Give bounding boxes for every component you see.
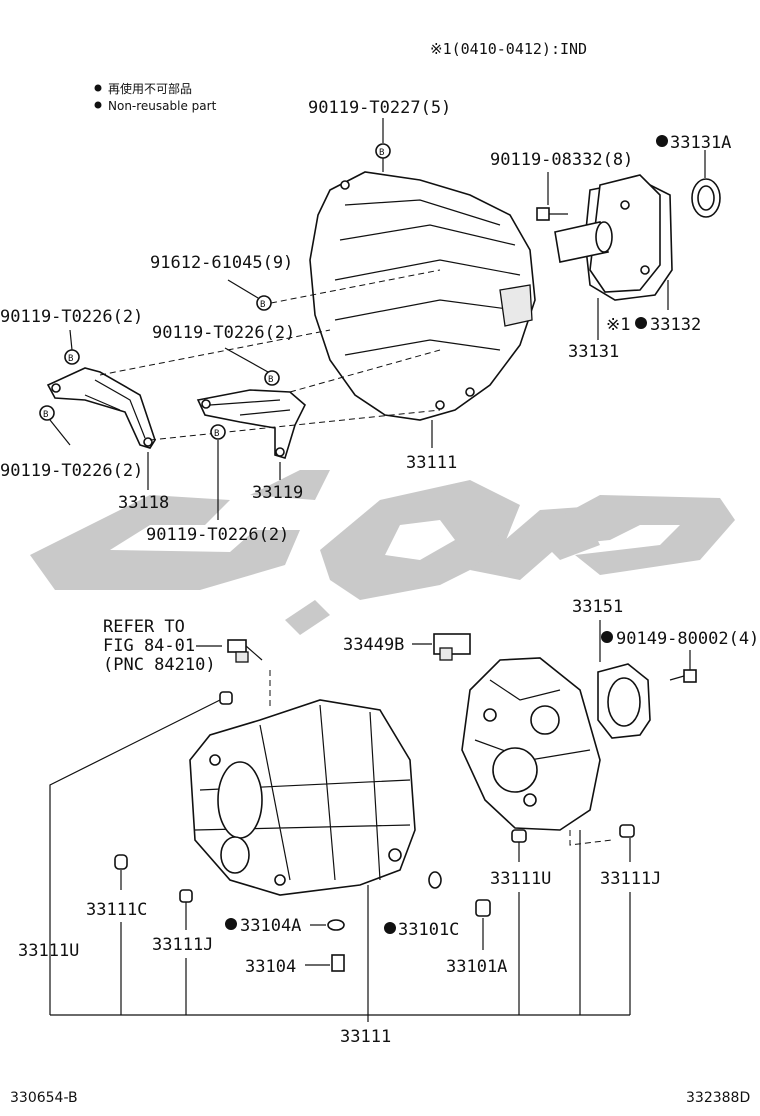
label-33111-housing: 33111 <box>406 453 457 473</box>
non-reusable-bullet-icon <box>601 631 613 643</box>
label-33131: 33131 <box>568 342 619 362</box>
label-90119-t0226-a: 90119-T0226(2) <box>0 307 143 327</box>
drain-plug-drawing <box>331 954 345 972</box>
non-reusable-bullet-icon <box>635 317 647 329</box>
dowel-pin-drawing <box>179 889 193 903</box>
bracket-33119-drawing <box>196 389 306 459</box>
watermark-logo <box>30 470 735 635</box>
footnote-text: ※1(0410-0412):IND <box>430 40 587 58</box>
svg-text:B: B <box>43 410 48 420</box>
label-33101a: 33101A <box>446 957 507 977</box>
extension-housing-drawing <box>461 657 601 831</box>
label-33111-case: 33111 <box>340 1027 391 1047</box>
legend-bullet-icon <box>94 84 102 92</box>
legend-en-text: Non-reusable part <box>108 99 217 113</box>
label-90119-08332: 90119-08332(8) <box>490 150 633 170</box>
label-33111j-left: 33111J <box>152 935 213 955</box>
label-33119: 33119 <box>252 483 303 503</box>
label-33111c: 33111C <box>86 900 147 920</box>
alignment-dashed-line <box>149 409 441 441</box>
bolt-icon: B <box>210 424 226 440</box>
svg-text:B: B <box>379 148 384 158</box>
footer-right-code: 332388D <box>686 1090 750 1106</box>
bolt-drawing <box>669 669 697 683</box>
filler-plug-drawing <box>475 899 491 917</box>
bracket-33118-drawing <box>46 367 156 449</box>
bolt-icon: B <box>39 405 55 421</box>
leader-line <box>224 347 269 373</box>
label-33111u-left: 33111U <box>18 941 79 961</box>
legend-jp-text: 再使用不可部品 <box>108 81 192 96</box>
transmission-case-drawing <box>189 699 416 896</box>
refer-text-1: REFER TO <box>103 617 185 637</box>
label-33111j-right: 33111J <box>600 869 661 889</box>
speed-sensor-drawing <box>227 639 263 663</box>
leader-line <box>227 279 259 299</box>
footer-left-code: 330654-B <box>10 1090 78 1106</box>
non-reusable-bullet-icon <box>656 135 668 147</box>
dowel-pin-drawing <box>114 854 128 870</box>
label-90119-t0227: 90119-T0227(5) <box>308 98 451 118</box>
leader-line <box>49 699 221 1015</box>
svg-text:B: B <box>68 354 73 364</box>
non-reusable-bullet-icon <box>225 918 237 930</box>
non-reusable-bullet-icon <box>384 922 396 934</box>
svg-text:B: B <box>268 375 273 385</box>
dowel-pin-drawing <box>619 824 635 838</box>
bolt-icon: B <box>264 370 280 386</box>
label-90149-80002: 90149-80002(4) <box>616 629 759 649</box>
bolt-icon: B <box>375 143 391 159</box>
bolt-icon: B <box>256 295 272 311</box>
label-33111u-right: 33111U <box>490 869 551 889</box>
alignment-dashed-line <box>270 269 441 304</box>
label-33101c: 33101C <box>398 920 459 940</box>
legend-bullet-icon <box>94 101 102 109</box>
bolt-drawing <box>536 207 568 221</box>
alignment-dashed-line <box>99 329 331 376</box>
label-33151: 33151 <box>572 597 623 617</box>
label-90119-t0226-b: 90119-T0226(2) <box>152 323 295 343</box>
rear-cover-drawing <box>597 663 651 739</box>
refer-text-2: FIG 84-01 <box>103 636 195 656</box>
svg-text:B: B <box>214 429 219 439</box>
refer-text-3: (PNC 84210) <box>103 655 216 675</box>
label-90119-t0226-d: 90119-T0226(2) <box>146 525 289 545</box>
gasket-drawing <box>428 871 442 889</box>
oil-seal-drawing <box>691 178 721 218</box>
label-33131a: 33131A <box>670 133 731 153</box>
label-33104a: 33104A <box>240 916 301 936</box>
label-33132: 33132 <box>650 315 701 335</box>
alignment-dashed-line <box>289 349 441 393</box>
leader-line <box>69 329 73 351</box>
svg-text:B: B <box>260 300 265 310</box>
label-33104: 33104 <box>245 957 296 977</box>
clutch-housing-drawing <box>309 171 536 421</box>
bearing-retainer-drawing <box>554 174 673 301</box>
label-91612-61045: 91612-61045(9) <box>150 253 293 273</box>
label-33118: 33118 <box>118 493 169 513</box>
alignment-dashed-line <box>569 830 613 846</box>
label-90119-t0226-c: 90119-T0226(2) <box>0 461 143 481</box>
bolt-icon: B <box>64 349 80 365</box>
leader-line <box>49 419 71 446</box>
label-33449b: 33449B <box>343 635 404 655</box>
gasket-prefix-text: ※1 <box>606 315 630 335</box>
connector-drawing <box>433 633 471 661</box>
dowel-pin-drawing <box>511 829 527 843</box>
dowel-pin-drawing <box>219 691 233 705</box>
gasket-drawing <box>327 919 345 931</box>
